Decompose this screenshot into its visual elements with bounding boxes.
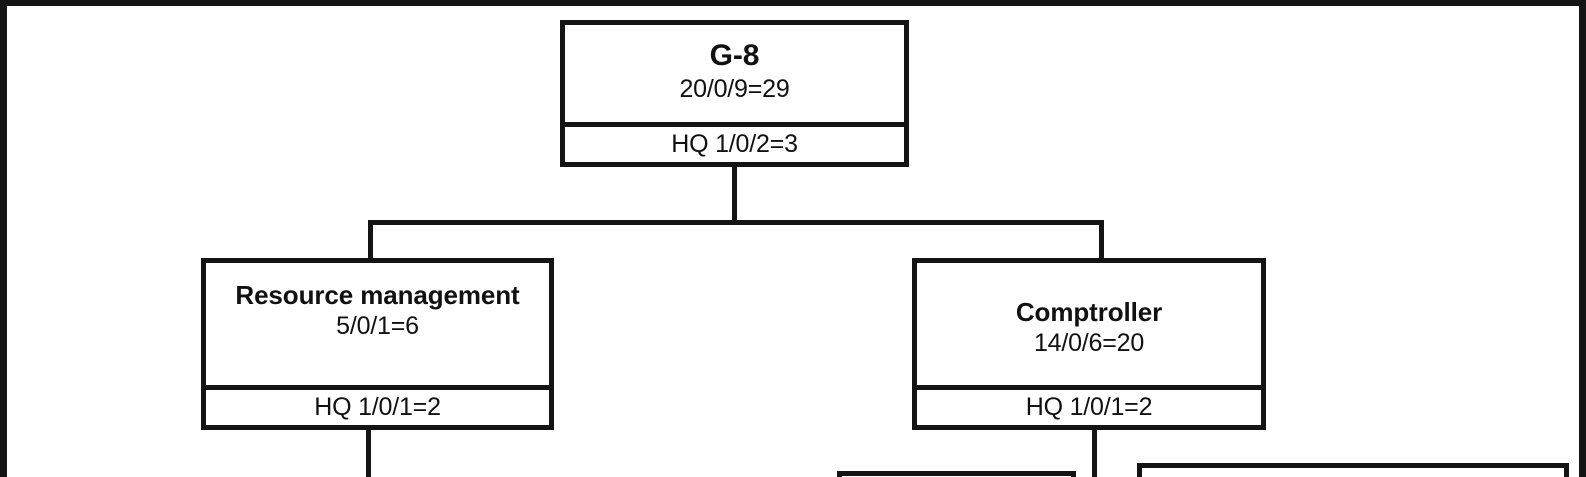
node-g8-strength: 20/0/9=29 [679,75,790,103]
node-financial-management-clipped[interactable]: Financial management [1137,463,1569,477]
node-resource-management-hq: HQ 1/0/1=2 [206,385,549,425]
node-comptroller-hq: HQ 1/0/1=2 [917,385,1261,425]
connector-g8-to-resource [368,220,373,260]
connector-g8-bus [368,220,1104,225]
connector-g8-stem [732,166,737,225]
node-comptroller[interactable]: Comptroller 14/0/6=20 HQ 1/0/1=2 [912,258,1266,430]
node-resource-management[interactable]: Resource management 5/0/1=6 HQ 1/0/1=2 [201,258,554,430]
node-g8-title: G-8 [709,39,760,72]
connector-resource-stem [366,428,371,477]
node-budget-clipped[interactable] [837,471,1076,477]
node-g8-hq: HQ 1/0/2=3 [565,122,904,162]
node-g8-body: G-8 20/0/9=29 [565,25,904,122]
node-resource-management-strength: 5/0/1=6 [336,312,419,340]
node-comptroller-body: Comptroller 14/0/6=20 [917,263,1261,385]
node-comptroller-title: Comptroller [1015,297,1163,327]
node-financial-management-clipped-body: Financial management [1142,468,1564,477]
connector-g8-to-comptroller [1099,220,1104,260]
connector-comptroller-stem [1092,428,1097,477]
node-resource-management-title: Resource management [235,280,520,310]
node-g8[interactable]: G-8 20/0/9=29 HQ 1/0/2=3 [560,20,909,167]
node-resource-management-body: Resource management 5/0/1=6 [206,263,549,385]
node-comptroller-strength: 14/0/6=20 [1033,329,1145,357]
org-chart-canvas: G-8 20/0/9=29 HQ 1/0/2=3 Resource manage… [7,6,1579,477]
